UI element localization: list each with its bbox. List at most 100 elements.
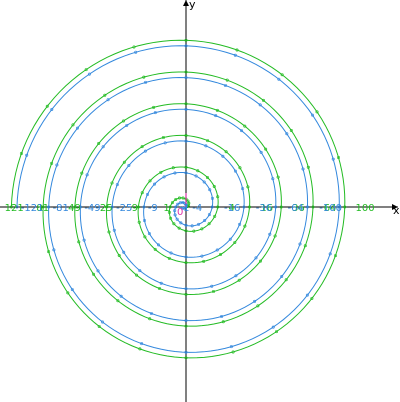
blue-spiral-marker [169,251,173,255]
blue-spiral-marker [184,223,188,227]
blue-spiral-marker [200,254,204,258]
green-spiral-marker [206,139,210,143]
blue-spiral-marker [207,213,211,217]
zero-label: 0 [177,207,183,218]
blue-spiral-marker [311,113,315,117]
green-spiral-marker [200,227,204,231]
blue-value-label: -64 [288,203,304,214]
blue-spiral-marker [162,175,166,179]
blue-spiral-marker [47,205,51,209]
blue-spiral-marker [220,314,224,318]
blue-spiral-marker [331,157,335,161]
green-spiral-marker [221,320,225,324]
green-spiral-marker [306,165,310,169]
blue-spiral-marker [156,243,160,247]
green-spiral-marker [303,244,307,248]
green-spiral-marker [9,205,13,209]
blue-spiral-marker [127,163,131,167]
blue-spiral-marker [259,150,263,154]
green-spiral-marker [107,230,111,234]
green-spiral-marker [181,196,185,200]
green-spiral-marker [137,220,141,224]
blue-spiral-marker [153,182,157,186]
green-spiral-marker [172,222,176,226]
green-value-label: 36 [292,203,305,214]
green-value-label: 49 [68,203,81,214]
blue-spiral-marker [55,163,59,167]
green-spiral-marker [238,166,242,170]
blue-spiral-marker [210,196,214,200]
green-spiral-marker [237,278,241,282]
green-spiral-marker [158,287,162,291]
blue-spiral-marker [233,169,237,173]
green-value-label: 25 [100,203,113,214]
blue-spiral-marker [228,237,232,241]
green-spiral-marker [216,195,220,199]
blue-spiral-marker [184,171,188,175]
blue-spiral-marker [223,83,227,87]
green-spiral-marker [152,105,156,109]
green-value-label: 16 [260,203,273,214]
green-spiral-marker [275,330,279,334]
green-spiral-marker [184,229,188,233]
blue-spiral-marker [184,255,188,259]
blue-spiral-marker [305,293,309,297]
green-spiral-marker [184,356,188,360]
green-spiral-marker [311,205,315,209]
green-spiral-marker [167,210,171,214]
blue-spiral-marker [190,224,194,228]
green-spiral-marker [45,104,49,108]
green-spiral-marker [289,128,293,132]
green-spiral-marker [212,184,216,188]
green-spiral-marker [343,205,347,209]
blue-spiral-marker [75,126,79,130]
green-spiral-marker [19,152,23,156]
blue-spiral-marker [142,218,146,222]
x-axis-label: x [393,204,400,217]
green-spiral-marker [177,226,181,230]
green-spiral-marker [276,175,280,179]
green-spiral-marker [248,205,252,209]
blue-value-label: -81 [53,203,69,214]
blue-value-label: -25 [116,203,132,214]
blue-spiral-marker [301,167,305,171]
green-spiral-marker [159,170,163,174]
blue-spiral-marker [179,221,183,225]
blue-spiral-marker [229,345,233,349]
green-spiral-marker [140,191,144,195]
green-spiral-marker [184,134,188,138]
green-spiral-marker [97,142,101,146]
blue-value-label: -16 [224,203,240,214]
green-value-label: 81 [36,203,49,214]
blue-spiral-marker [208,188,212,192]
blue-spiral-marker [305,205,309,209]
blue-spiral-marker [271,177,275,181]
blue-spiral-marker [238,222,242,226]
y-axis-label: y [189,0,196,11]
green-spiral-marker [84,68,88,72]
blue-spiral-marker [184,350,188,354]
blue-spiral-marker [180,206,184,210]
green-value-label: 4 [228,203,234,214]
blue-spiral [16,45,340,353]
blue-spiral-marker [50,107,54,111]
green-spiral-marker [258,259,262,263]
green-spiral-marker [219,253,223,257]
blue-spiral-marker [194,174,198,178]
green-spiral-marker [122,160,126,164]
blue-spiral-marker [328,252,332,256]
green-spiral-marker [97,324,101,328]
green-spiral-marker [50,161,54,165]
blue-spiral-marker [242,205,246,209]
blue-spiral-marker [184,287,188,291]
green-spiral-marker [41,205,45,209]
green-spiral-marker [117,254,121,258]
blue-spiral-marker [184,139,188,143]
green-spiral-marker [184,324,188,328]
green-spiral-marker [153,247,157,251]
green-spiral-marker [177,196,181,200]
x-axis-arrow [392,204,398,210]
green-spiral-marker [261,98,265,102]
